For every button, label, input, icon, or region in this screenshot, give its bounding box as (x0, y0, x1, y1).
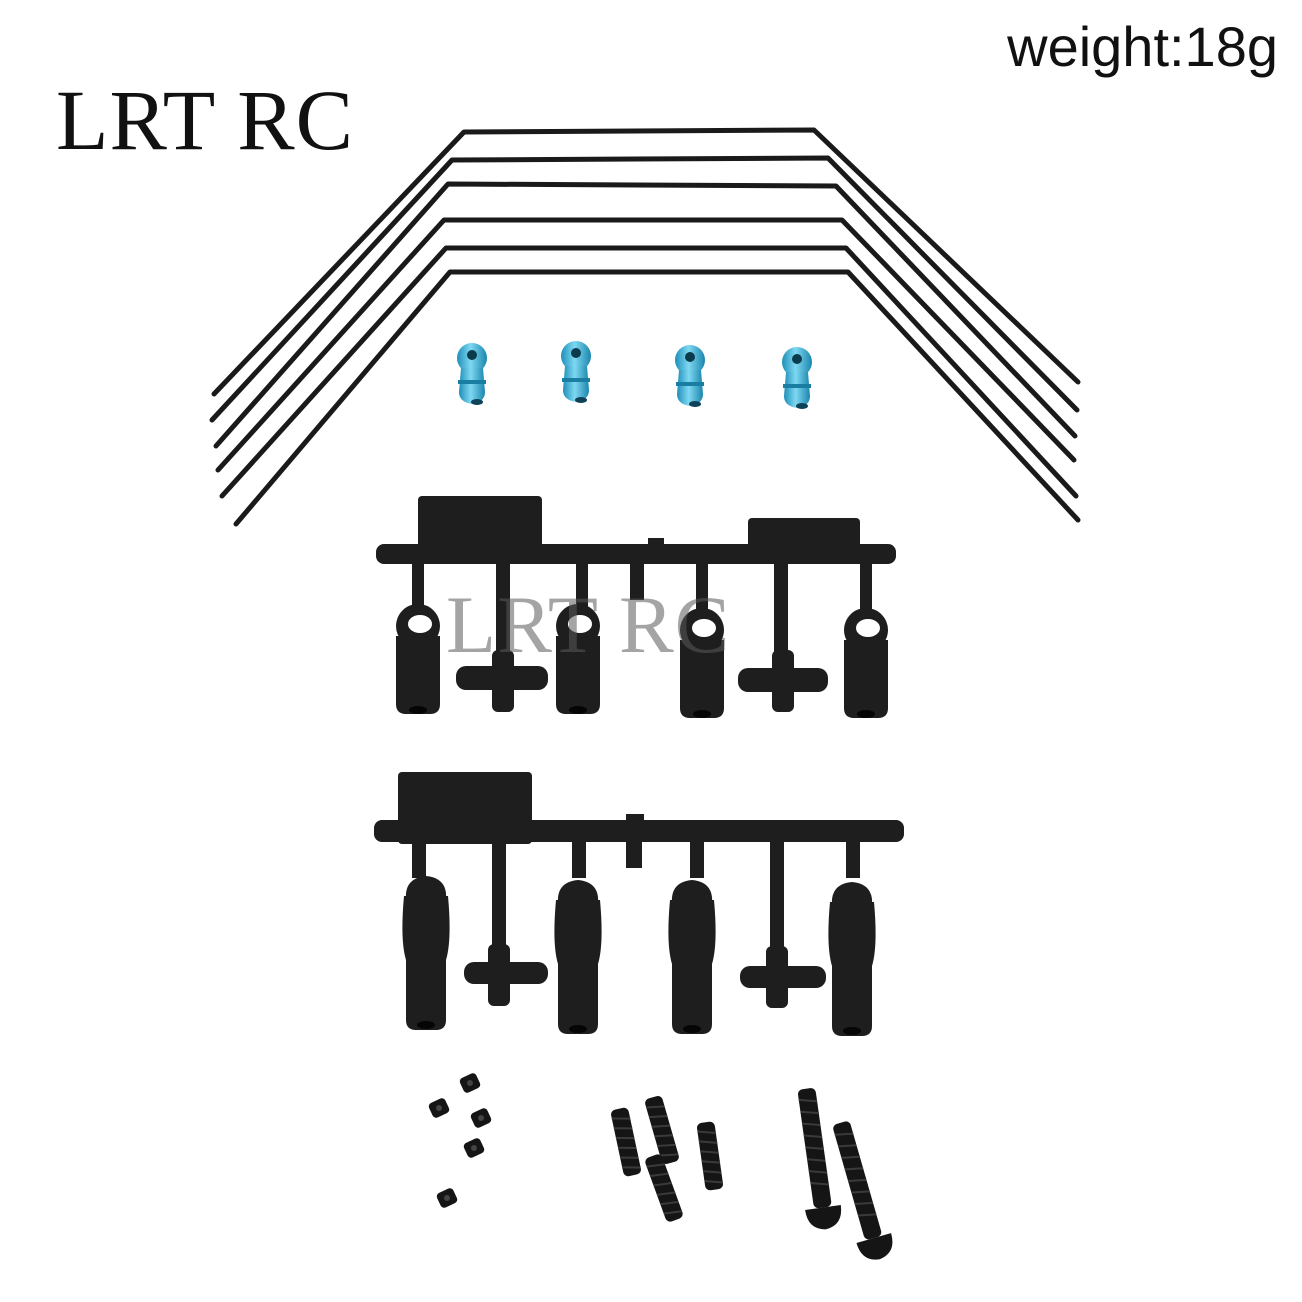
sway-bar-wires (209, 127, 1081, 527)
grub-screws (609, 1093, 725, 1225)
blue-ball-studs (457, 341, 812, 409)
watermark-text: LRT RC (446, 579, 731, 670)
plastic-tree-lower (374, 772, 904, 1036)
brand-logo-text: LRT RC (56, 72, 354, 168)
weight-label: weight:18g (1007, 15, 1278, 78)
set-screws (427, 1071, 493, 1210)
button-head-screws (787, 1085, 899, 1266)
plastic-tree-upper (376, 496, 896, 718)
